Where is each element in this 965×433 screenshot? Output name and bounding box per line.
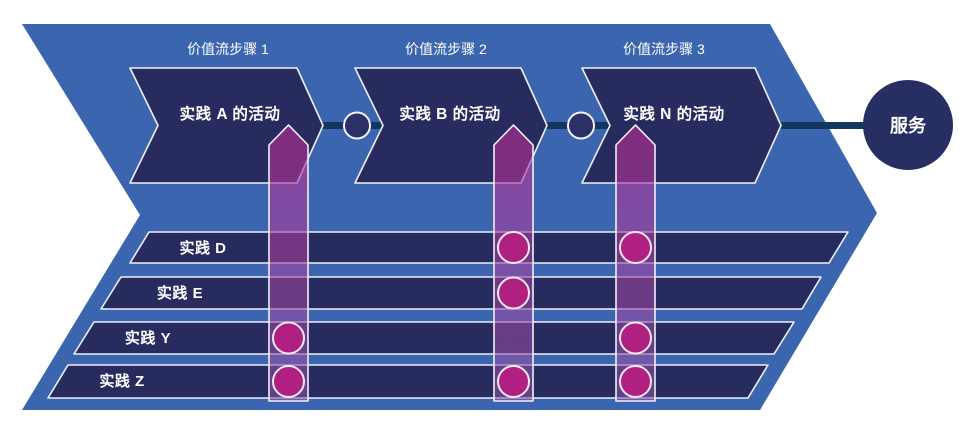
practice-d-label: 实践 D	[179, 239, 226, 257]
involvement-dot	[497, 365, 530, 398]
connector-node-1	[343, 111, 371, 140]
involvement-dot	[497, 276, 530, 310]
practice-e-label: 实践 E	[157, 284, 203, 302]
step-3-activity-label: 实践 N 的活动	[623, 104, 724, 123]
practice-bar-z	[47, 364, 769, 399]
practice-y-label: 实践 Y	[125, 329, 171, 347]
involvement-dot	[619, 231, 652, 264]
involvement-dots	[272, 231, 652, 398]
step-1-activity-label: 实践 A 的活动	[180, 104, 281, 123]
service-node: 服务	[863, 80, 953, 170]
involvement-dot	[619, 321, 652, 355]
chevron-step-3	[581, 67, 782, 184]
involvement-dot	[619, 365, 652, 398]
practice-z-label: 实践 Z	[99, 372, 144, 390]
step-2-label: 价值流步骤 2	[405, 41, 487, 57]
practice-band-step-1	[268, 124, 309, 402]
service-circle	[863, 80, 953, 170]
service-label: 服务	[890, 115, 927, 136]
practice-bar-d	[129, 231, 849, 264]
step-3-label: 价值流步骤 3	[623, 41, 705, 57]
step-1-label: 价值流步骤 1	[187, 41, 269, 57]
practice-bar-y	[73, 321, 795, 355]
involvement-dot	[497, 231, 530, 264]
involvement-dot	[272, 365, 305, 398]
step-2-activity-label: 实践 B 的活动	[399, 104, 500, 123]
involvement-dot	[272, 321, 305, 355]
connector-node-2	[567, 111, 595, 140]
practice-bar-e	[100, 276, 822, 310]
